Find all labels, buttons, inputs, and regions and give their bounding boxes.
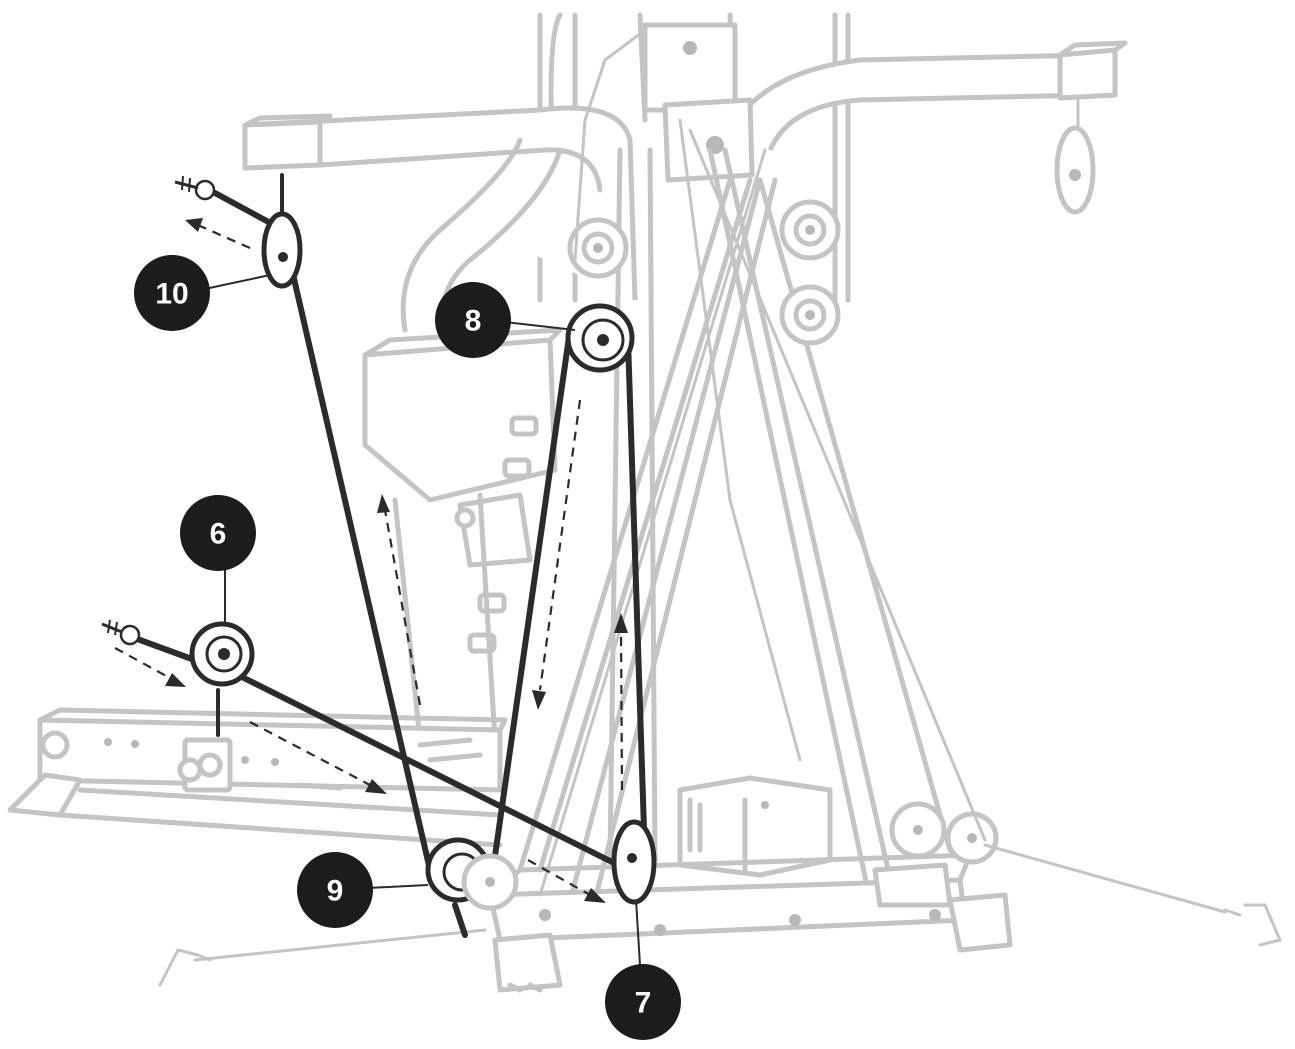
pulley-10 [261, 173, 303, 289]
callout-10: 10 [134, 255, 271, 331]
pulley-8 [565, 303, 635, 373]
handle-clip-lower [101, 619, 141, 646]
pulley-7 [611, 819, 657, 905]
guide-pulley-top-center [567, 217, 629, 279]
callout-8: 8 [435, 282, 576, 358]
pulley-9 [425, 837, 519, 911]
machine-frame [7, 12, 1283, 993]
cable-route [137, 190, 648, 938]
callout-8-label: 8 [465, 305, 482, 338]
callout-7: 7 [605, 899, 681, 1040]
guide-pulley-lower-right [779, 284, 841, 346]
direction-arrows [114, 218, 628, 903]
callout-10-label: 10 [155, 278, 188, 311]
base-pulley-right-b [945, 811, 999, 865]
guide-pulley-upper-right [779, 199, 841, 261]
handle-clip-upper [174, 175, 216, 201]
callout-6: 6 [180, 495, 256, 625]
callout-7-label: 7 [635, 987, 652, 1020]
callout-9-label: 9 [327, 875, 344, 908]
callout-9: 9 [297, 852, 429, 928]
base-pulley-right-a [889, 801, 947, 859]
callout-6-label: 6 [210, 518, 227, 551]
pulley-6 [189, 621, 255, 737]
